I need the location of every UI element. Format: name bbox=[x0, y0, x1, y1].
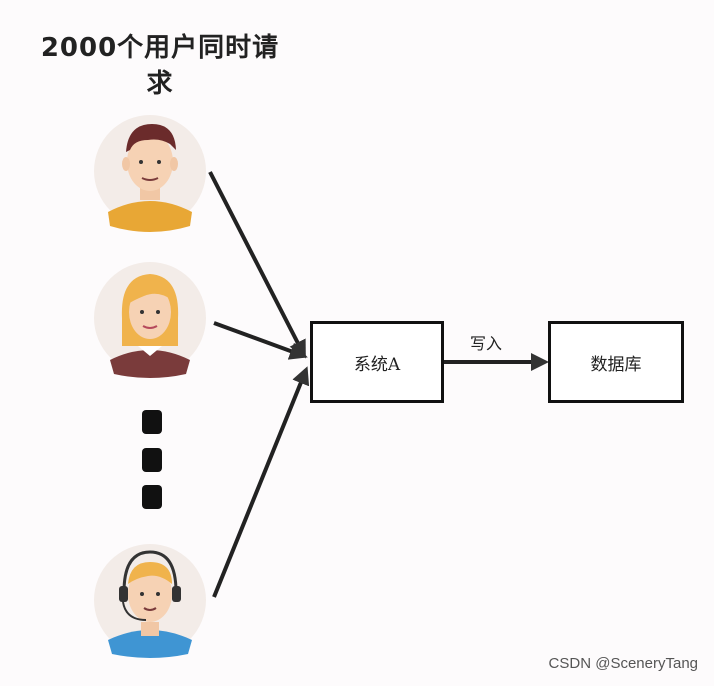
database-node: 数据库 bbox=[548, 321, 684, 403]
ellipsis-dot bbox=[142, 448, 162, 472]
diagram-title: 2000个用户同时请求 bbox=[40, 33, 280, 99]
man-avatar-icon bbox=[94, 115, 206, 232]
watermark: CSDN @SceneryTang bbox=[548, 655, 698, 672]
woman-avatar-icon bbox=[94, 262, 206, 378]
ellipsis-dot bbox=[142, 485, 162, 509]
system-a-node: 系统A bbox=[310, 321, 444, 403]
ellipsis-dot bbox=[142, 410, 162, 434]
database-label: 数据库 bbox=[590, 354, 642, 375]
system-a-label: 系统A bbox=[353, 354, 401, 375]
headset-avatar-icon bbox=[94, 544, 206, 658]
request-arrows bbox=[208, 171, 310, 598]
write-edge-label: 写入 bbox=[470, 334, 503, 353]
